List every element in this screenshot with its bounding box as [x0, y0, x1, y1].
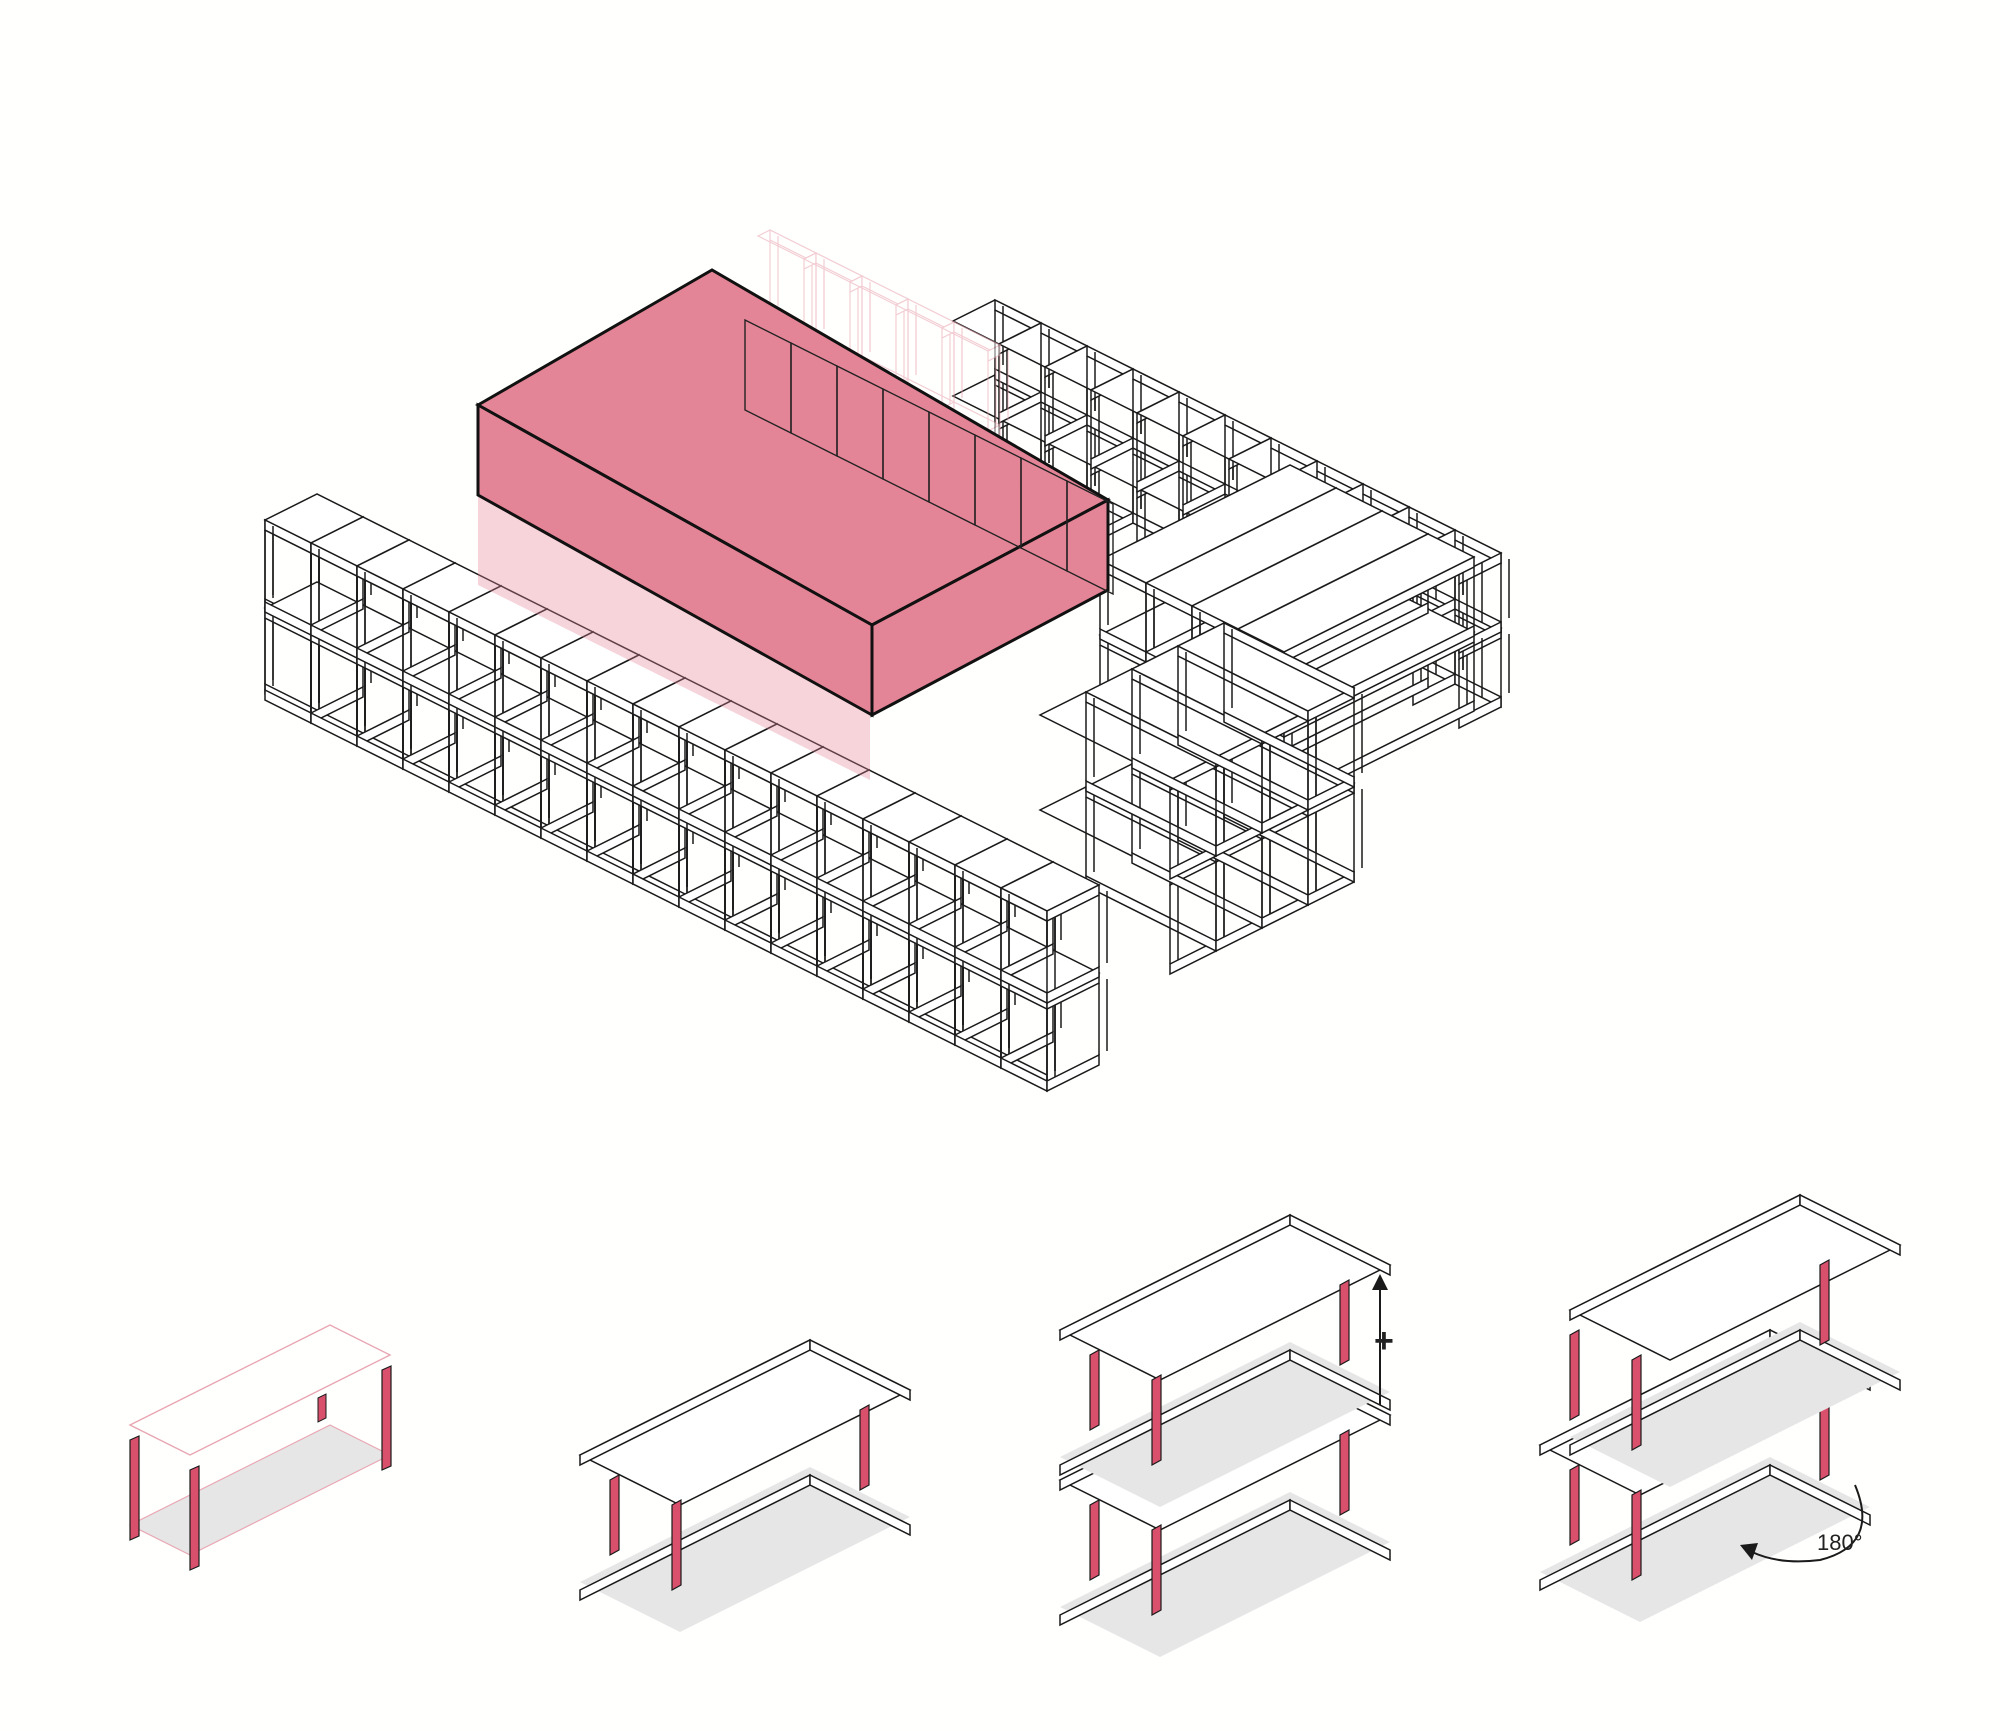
- red-column-back: [317, 1393, 327, 1423]
- module-base-side: [1223, 710, 1355, 789]
- wing-module: [1176, 621, 1363, 812]
- right-wing: [1038, 621, 1363, 976]
- step-stacked-modules: [1058, 1213, 1392, 1657]
- column-post: [1339, 1278, 1350, 1367]
- module-base-side: [1289, 1348, 1391, 1412]
- red-column: [381, 1365, 392, 1471]
- column-post: [1089, 1498, 1100, 1582]
- module-base-side: [1769, 1463, 1871, 1527]
- module-floor: [1570, 1322, 1900, 1487]
- module-top-side: [1799, 1193, 1901, 1257]
- column-post: [1819, 1258, 1830, 1347]
- column-post: [1569, 1328, 1580, 1422]
- curved-arrow-icon: [1740, 1543, 1758, 1560]
- rotation-angle-label: 180°: [1817, 1530, 1863, 1555]
- module-top-side: [809, 1338, 911, 1402]
- column-post: [1631, 1353, 1642, 1452]
- column-post: [1151, 1523, 1162, 1617]
- red-column: [129, 1435, 140, 1541]
- module-top-side: [1289, 1213, 1391, 1277]
- column-post: [1339, 1428, 1350, 1517]
- volume-side: [870, 497, 1110, 718]
- module-base-side: [809, 1473, 911, 1537]
- rotate-arrow-curve: [1751, 1484, 1864, 1563]
- arrow-up-icon: [1372, 1274, 1388, 1290]
- module-upper: [1058, 1213, 1392, 1507]
- step-single-frame: [128, 1324, 392, 1571]
- column-post: [1631, 1488, 1642, 1582]
- wing-module: [1130, 644, 1317, 835]
- module-base-side: [1289, 1498, 1391, 1562]
- module-floor: [1060, 1492, 1390, 1657]
- front-module: [953, 838, 1062, 982]
- step-rotated-stack: [1538, 1193, 1902, 1622]
- annotation-arrows: [1372, 1274, 1864, 1563]
- column-post: [671, 1498, 682, 1592]
- step-single-module: [578, 1338, 912, 1632]
- front-module: [309, 516, 418, 660]
- column-post: [609, 1473, 620, 1557]
- front-module: [999, 861, 1108, 1005]
- column-post: [1089, 1348, 1100, 1432]
- volume-frame-bay: [1066, 479, 1114, 596]
- ghost-module: [940, 321, 1009, 442]
- courtyard-building-isometric: [263, 229, 1510, 1093]
- column-post: [1151, 1373, 1162, 1467]
- add-level-label: +: [1374, 1322, 1394, 1360]
- module-base-side: [1799, 1328, 1901, 1392]
- column-post: [1569, 1463, 1580, 1547]
- front-wing: [263, 493, 1108, 1093]
- module-upper-rotated: [1568, 1193, 1902, 1487]
- module-floor: [1060, 1342, 1390, 1507]
- module-floor: [580, 1467, 910, 1632]
- highlighted-volume: [474, 268, 1114, 780]
- red-column: [189, 1465, 200, 1571]
- module-base-side: [1046, 1053, 1100, 1093]
- module-floor: [1540, 1457, 1870, 1622]
- module-base-side: [1046, 965, 1100, 1005]
- frame-top-ghost: [128, 1324, 392, 1456]
- module: [578, 1338, 912, 1632]
- column-post: [859, 1403, 870, 1492]
